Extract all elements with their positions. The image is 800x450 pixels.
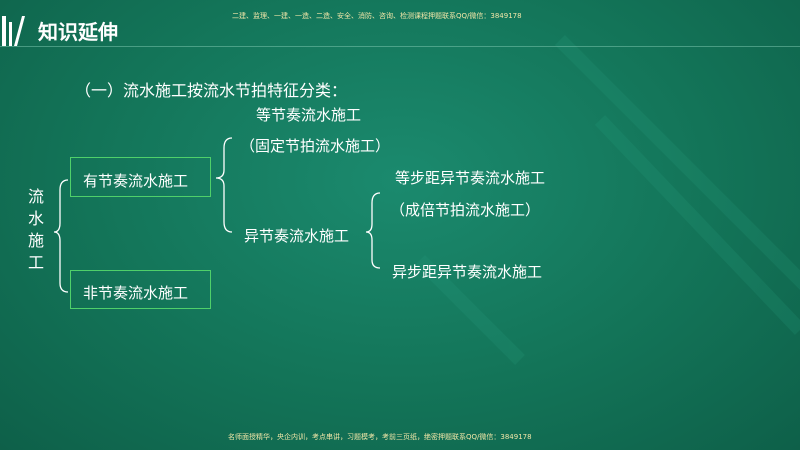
equal-rhythm-note: （固定节拍流水施工）	[240, 137, 391, 155]
root-label: 流 水 施 工	[26, 186, 46, 274]
header-divider	[0, 46, 800, 47]
root-char-2: 水	[27, 209, 44, 228]
non-rhythmic-box	[70, 270, 211, 309]
page-title: 知识延伸	[38, 20, 118, 44]
logo-icon	[2, 16, 25, 46]
equal-step-note: （成倍节拍流水施工）	[390, 201, 541, 219]
rhythmic-bracket	[215, 137, 233, 233]
watermark-bottom: 名师面授精华，央企内训，考点串讲，习题模考，考前三页纸，绝密押题联系QQ/微信：…	[228, 433, 532, 441]
root-char-1: 流	[27, 187, 44, 206]
non-rhythmic-label: 非节奏流水施工	[83, 284, 189, 302]
root-bracket	[53, 179, 69, 293]
equal-step-label: 等步距异节奏流水施工	[395, 169, 546, 187]
root-char-3: 施	[27, 231, 44, 250]
root-char-4: 工	[27, 253, 44, 272]
rhythmic-box	[70, 157, 211, 197]
unequal-step-label: 异步距异节奏流水施工	[392, 263, 543, 281]
watermark-top: 二建、监理、一建、一造、二造、安全、消防、咨询、检测课程押题联系QQ/微信：38…	[232, 12, 522, 20]
section-title: （一）流水施工按流水节拍特征分类：	[75, 81, 348, 100]
equal-rhythm-label: 等节奏流水施工	[256, 106, 362, 124]
unequal-rhythm-label: 异节奏流水施工	[244, 227, 350, 245]
unequal-rhythm-bracket	[365, 192, 381, 269]
rhythmic-label: 有节奏流水施工	[83, 172, 189, 190]
